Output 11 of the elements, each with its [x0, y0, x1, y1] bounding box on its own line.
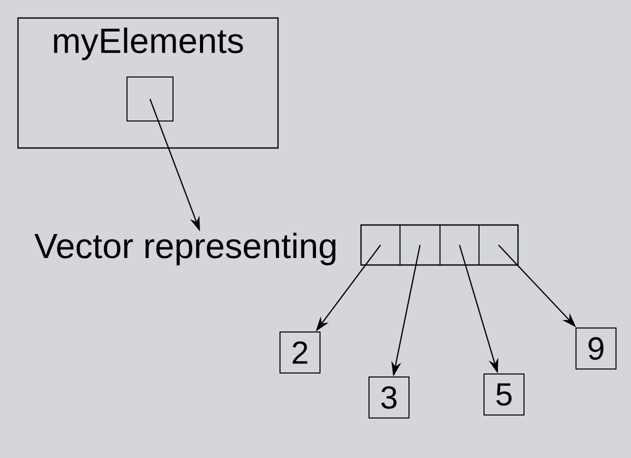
value-box: 2	[280, 332, 320, 374]
vector-label: Vector representing	[34, 232, 336, 266]
value-box: 5	[484, 374, 524, 416]
pointer-cell	[440, 224, 480, 266]
pointer-cell	[478, 224, 518, 266]
pointer-cell	[360, 224, 400, 266]
variable-box: myElements	[17, 17, 279, 149]
value-box: 9	[576, 328, 616, 370]
pointer-box	[126, 76, 174, 122]
value-box: 3	[368, 376, 410, 418]
pointer-cell	[400, 224, 440, 266]
